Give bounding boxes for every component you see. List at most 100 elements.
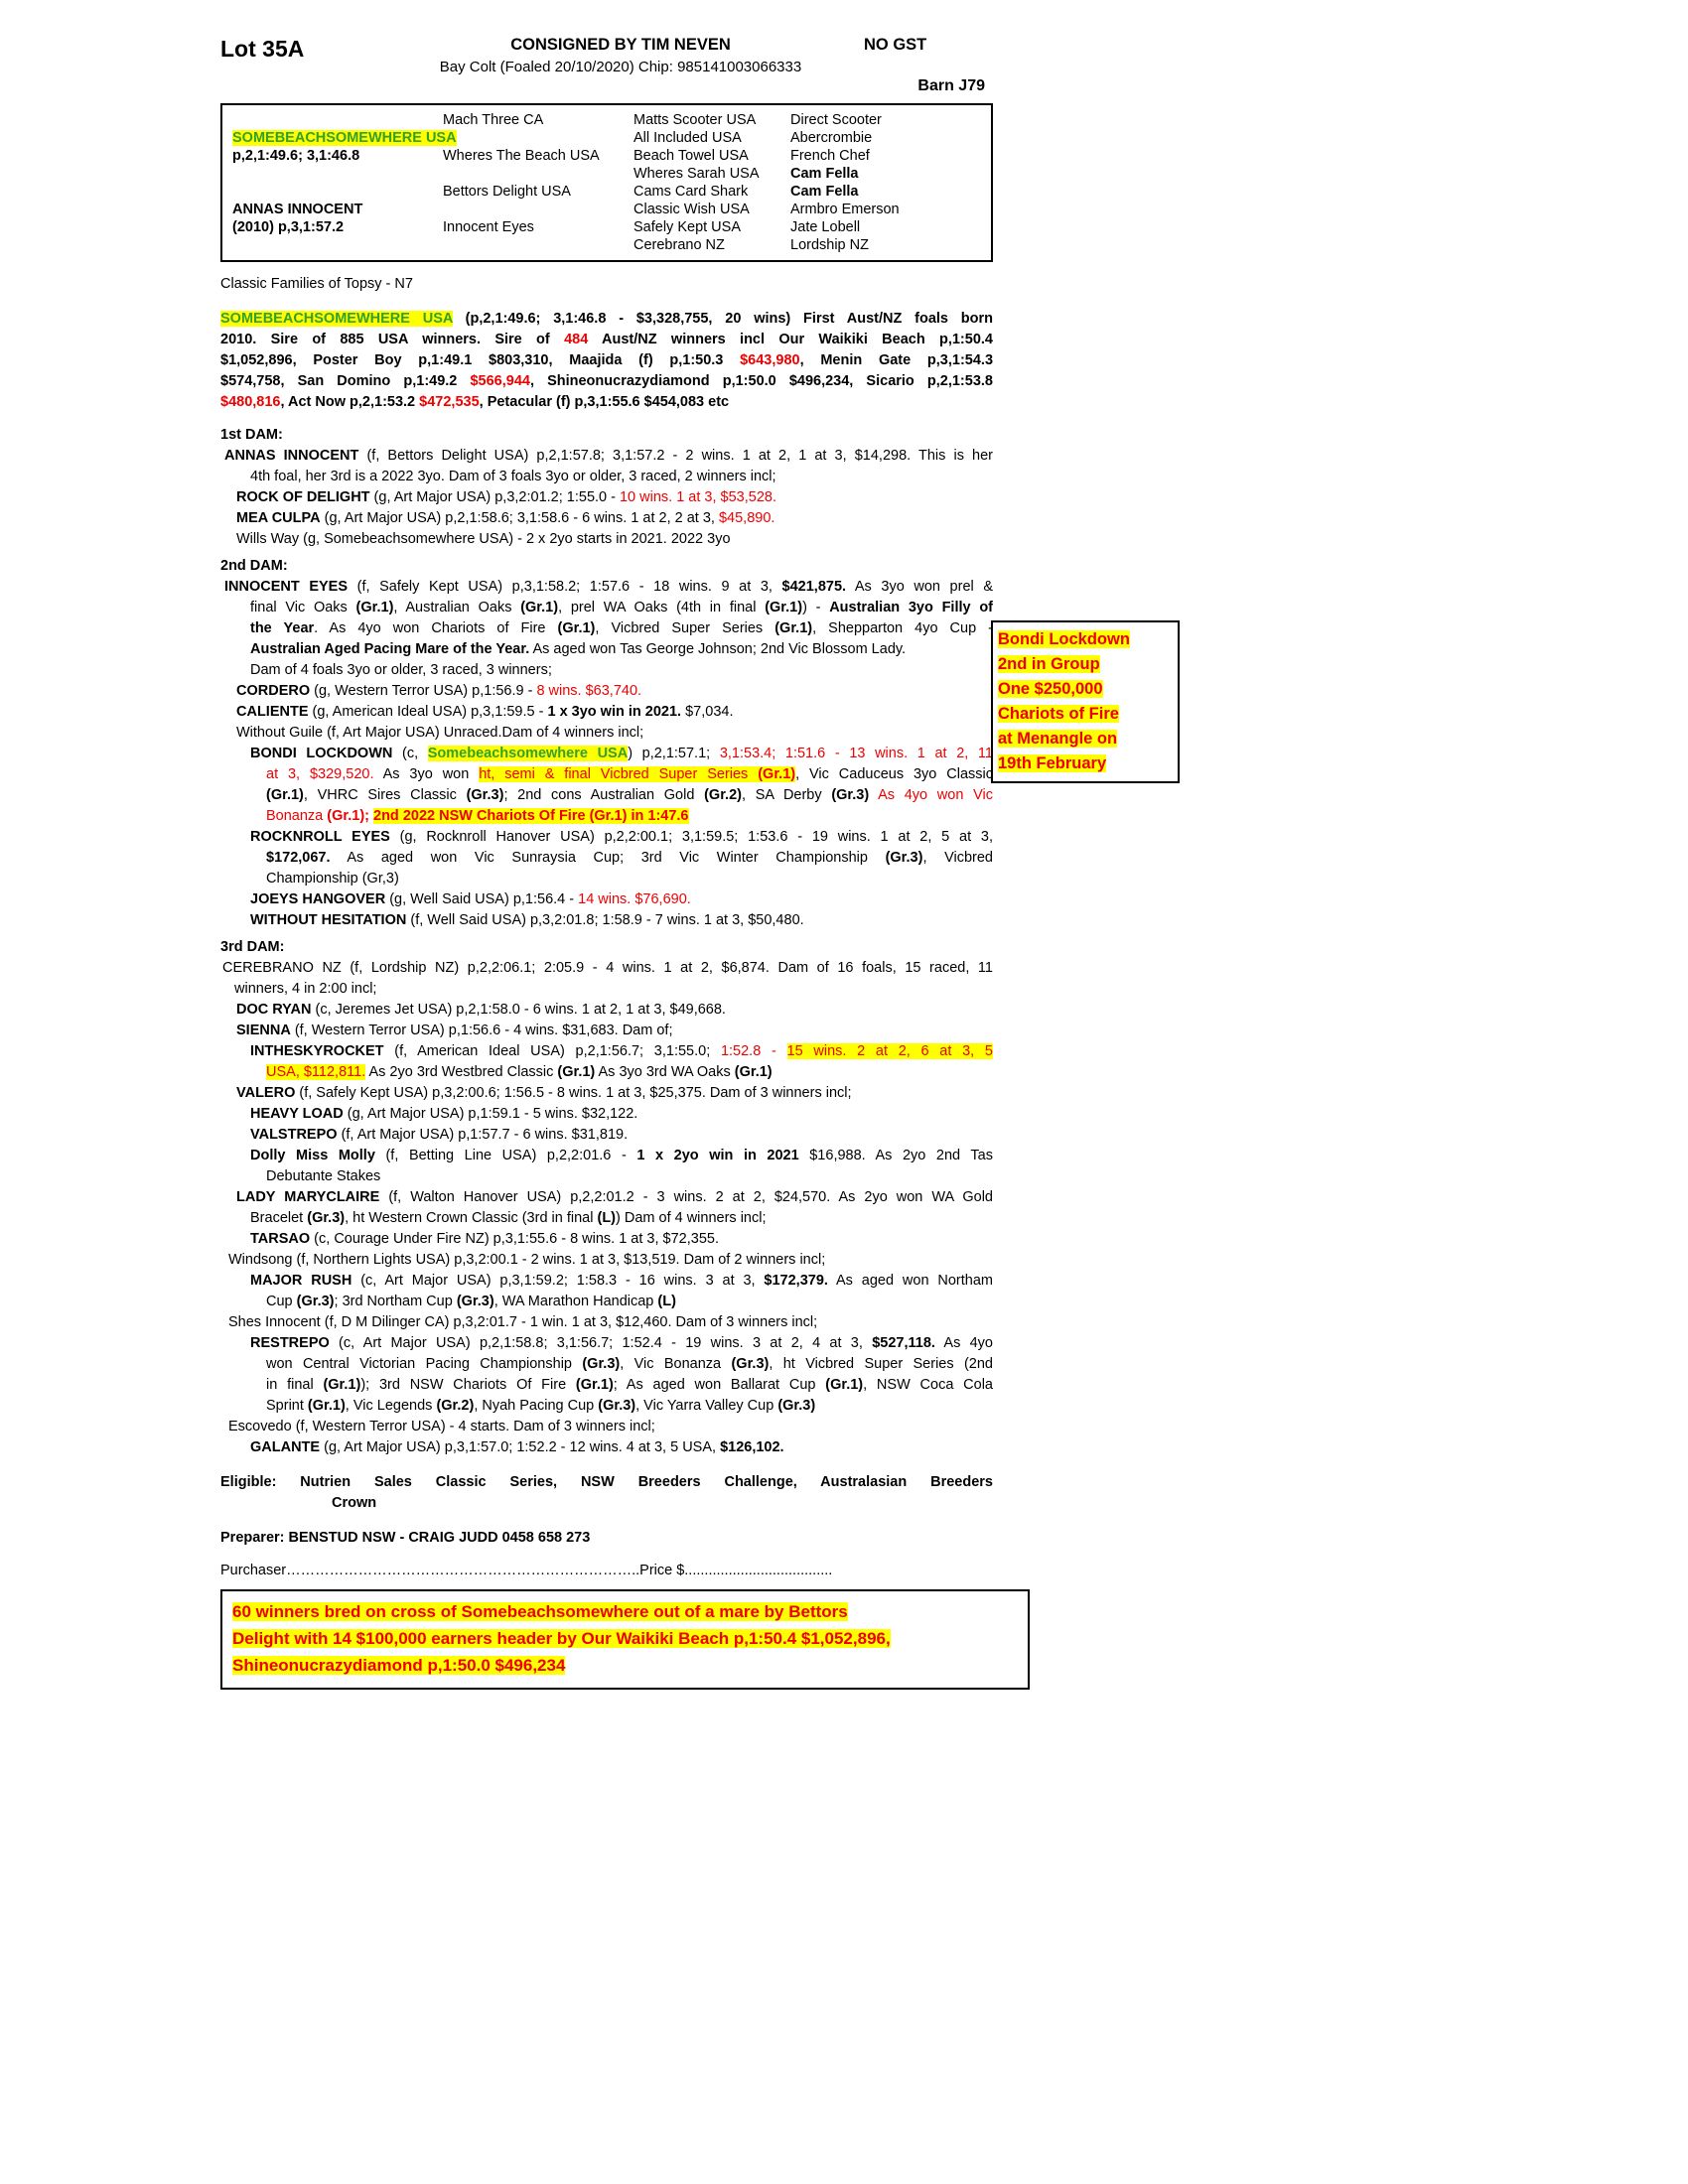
text-segment: $172,379. — [764, 1273, 828, 1289]
pedigree-entry: Cam Fella — [790, 184, 859, 200]
text-line: VALERO (f, Safely Kept USA) p,3,2:00.6; … — [220, 1083, 993, 1104]
text-segment: (g, Art Major USA) p,1:59.1 - 5 wins. $3… — [343, 1106, 638, 1122]
text-segment: (Gr.3) — [582, 1356, 621, 1372]
text-segment: (Gr.1) — [520, 600, 559, 615]
text-segment: Shes Innocent (f, D M Dilinger CA) p,3,2… — [228, 1314, 818, 1330]
pedigree-entry: Mach Three CA — [443, 112, 544, 128]
text-segment: $1,052,896, Poster Boy p,1:49.1 $803,310… — [220, 352, 741, 368]
text-segment: (Gr.1) — [575, 1377, 614, 1393]
text-segment: , VHRC Sires Classic — [303, 787, 467, 803]
text-segment: 10 wins. 1 at 3, $53,528. — [619, 489, 776, 505]
text-line: USA, $112,811. As 2yo 3rd Westbred Class… — [220, 1062, 993, 1083]
text-segment: Sprint — [266, 1398, 308, 1414]
side-note-text: 2nd in Group — [998, 655, 1100, 673]
text-segment: 1 x 3yo win in 2021. — [547, 704, 682, 720]
text-segment: Purchaser………………………………………………………………..Price… — [220, 1563, 833, 1578]
pedigree-grid: SOMEBEACHSOMEWHERE USA p,2,1:49.6; 3,1:4… — [232, 111, 981, 254]
text-segment: 3,1:53.4; 1:51.6 - 13 wins. 1 at 2, 11 — [719, 746, 993, 761]
text-segment: Somebeachsomewhere USA — [427, 746, 629, 761]
sire-name: SOMEBEACHSOMEWHERE USA — [232, 130, 457, 146]
footer-note-line: Delight with 14 $100,000 earners header … — [232, 1626, 1018, 1653]
text-segment: Cup — [266, 1294, 297, 1309]
header: Lot 35A CONSIGNED BY TIM NEVEN Bay Colt … — [220, 36, 993, 75]
text-segment: LADY MARYCLAIRE — [236, 1189, 380, 1205]
text-segment: , Vic Legends — [345, 1398, 437, 1414]
text-segment: (Gr.1); — [327, 808, 369, 824]
text-segment: , Vic Bonanza — [620, 1356, 732, 1372]
text-segment: ROCK OF DELIGHT — [236, 489, 370, 505]
text-segment: , Nyah Pacing Cup — [474, 1398, 599, 1414]
text-segment: Escovedo (f, Western Terror USA) - 4 sta… — [228, 1419, 655, 1434]
text-segment: at 3, $329,520. — [266, 766, 374, 782]
text-segment: ; 3rd Northam Cup — [334, 1294, 457, 1309]
text-segment: 1st DAM: — [220, 427, 283, 443]
text-segment: (Gr.3) — [598, 1398, 636, 1414]
text-segment: $172,067. — [266, 850, 331, 866]
text-segment: 4th foal, her 3rd is a 2022 3yo. Dam of … — [250, 469, 776, 484]
text-segment: , Vic Yarra Valley Cup — [635, 1398, 778, 1414]
text-line: RESTREPO (c, Art Major USA) p,2,1:58.8; … — [220, 1333, 993, 1354]
text-segment: CEREBRANO NZ (f, Lordship NZ) p,2,2:06.1… — [222, 960, 993, 976]
text-segment: 1 x 2yo win in 2021 — [636, 1148, 799, 1163]
text-segment: , Shepparton 4yo Cup - — [812, 620, 993, 636]
text-segment: Bonanza — [266, 808, 328, 824]
text-line: MEA CULPA (g, Art Major USA) p,2,1:58.6;… — [220, 508, 993, 529]
text-segment: 484 — [564, 332, 589, 347]
text-line: Windsong (f, Northern Lights USA) p,3,2:… — [220, 1250, 993, 1271]
text-line: Wills Way (g, Somebeachsomewhere USA) - … — [220, 529, 993, 550]
text-line: VALSTREPO (f, Art Major USA) p,1:57.7 - … — [220, 1125, 993, 1146]
text-segment: $16,988. As 2yo 2nd Tas — [798, 1148, 993, 1163]
text-line: $574,758, San Domino p,1:49.2 $566,944, … — [220, 371, 993, 392]
footer-note-text: Delight with 14 $100,000 earners header … — [232, 1629, 891, 1648]
text-segment: As 4yo won Vic — [869, 787, 993, 803]
sire-record: p,2,1:49.6; 3,1:46.8 — [232, 148, 360, 164]
text-segment: Debutante Stakes — [266, 1168, 381, 1184]
text-segment: (c, Art Major USA) p,2,1:58.8; 3,1:56.7;… — [329, 1335, 873, 1351]
text-line: 3rd DAM: — [220, 937, 993, 958]
text-segment: ; As aged won Ballarat Cup — [613, 1377, 826, 1393]
text-segment: (f, Betting Line USA) p,2,2:01.6 - — [374, 1148, 637, 1163]
text-segment: (L) — [657, 1294, 676, 1309]
text-segment: Championship (Gr,3) — [266, 871, 399, 887]
pedigree-entry: Matts Scooter USA — [633, 112, 757, 128]
text-segment: 8 wins. $63,740. — [536, 683, 642, 699]
text-segment: (g, Western Terror USA) p,1:56.9 - — [310, 683, 537, 699]
text-segment: VALSTREPO — [250, 1127, 338, 1143]
pedigree-entry: Direct Scooter — [790, 112, 882, 128]
text-segment: (f, Safely Kept USA) p,3,2:00.6; 1:56.5 … — [295, 1085, 852, 1101]
text-segment: As 3yo won prel & — [846, 579, 994, 595]
text-segment: CALIENTE — [236, 704, 309, 720]
text-segment: RESTREPO — [250, 1335, 330, 1351]
text-segment: . As 4yo won Chariots of Fire — [314, 620, 558, 636]
text-segment: (c, Courage Under Fire NZ) p,3,1:55.6 - … — [310, 1231, 719, 1247]
text-segment: (f, American Ideal USA) p,2,1:56.7; 3,1:… — [383, 1043, 721, 1059]
sire-cell: SOMEBEACHSOMEWHERE USA p,2,1:49.6; 3,1:4… — [232, 129, 457, 165]
text-segment: $472,535 — [419, 394, 480, 410]
text-segment: (f, Well Said USA) p,3,2:01.8; 1:58.9 - … — [406, 912, 804, 928]
text-segment: in final — [266, 1377, 324, 1393]
text-segment: , Shineonucrazydiamond p,1:50.0 $496,234… — [529, 373, 993, 389]
text-segment: (c, Jeremes Jet USA) p,2,1:58.0 - 6 wins… — [311, 1002, 726, 1018]
text-line: in final (Gr.1)); 3rd NSW Chariots Of Fi… — [220, 1375, 993, 1396]
side-note-line: 2nd in Group — [998, 652, 1173, 677]
pedigree-entry: Wheres Sarah USA — [633, 166, 760, 182]
footer-note-box: 60 winners bred on cross of Somebeachsom… — [220, 1589, 1030, 1690]
pedigree-entry: Innocent Eyes — [443, 219, 534, 235]
text-segment: (Gr.1) — [734, 1064, 773, 1080]
text-line: at 3, $329,520. As 3yo won ht, semi & fi… — [220, 764, 993, 785]
text-line: INTHESKYROCKET (f, American Ideal USA) p… — [220, 1041, 993, 1062]
text-line: LADY MARYCLAIRE (f, Walton Hanover USA) … — [220, 1187, 993, 1208]
text-segment: (f, Safely Kept USA) p,3,1:58.2; 1:57.6 … — [348, 579, 782, 595]
text-segment: ROCKNROLL EYES — [250, 829, 390, 845]
text-segment: , prel WA Oaks (4th in final — [558, 600, 766, 615]
text-segment: (g, Rocknroll Hanover USA) p,2,2:00.1; 3… — [389, 829, 993, 845]
text-line: Crown — [220, 1493, 993, 1514]
text-line: ROCKNROLL EYES (g, Rocknroll Hanover USA… — [220, 827, 993, 848]
text-segment: (Gr.3) — [731, 1356, 770, 1372]
dam-cell: ANNAS INNOCENT (2010) p,3,1:57.2 — [232, 201, 443, 236]
text-line: Escovedo (f, Western Terror USA) - 4 sta… — [220, 1417, 993, 1437]
text-segment: Without Guile (f, Art Major USA) Unraced… — [236, 725, 644, 741]
text-segment: As aged won Tas George Johnson; 2nd Vic … — [529, 641, 907, 657]
text-segment: , Vic Caduceus 3yo Classic — [795, 766, 994, 782]
text-segment: INTHESKYROCKET — [250, 1043, 384, 1059]
